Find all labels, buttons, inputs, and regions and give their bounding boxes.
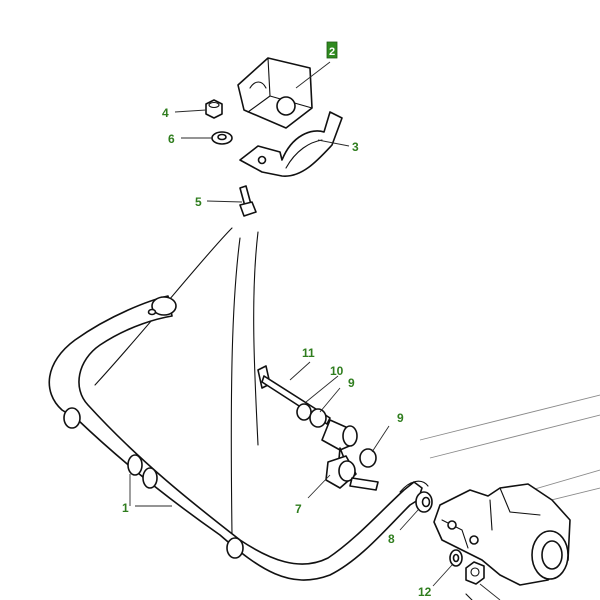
link-rod xyxy=(349,477,379,491)
nut-lower xyxy=(465,561,485,585)
callout-9-upper: 9 xyxy=(348,376,355,390)
nut-part-4 xyxy=(205,99,223,119)
washer-part-12 xyxy=(449,549,463,567)
callout-9-right: 9 xyxy=(397,411,404,425)
callout-1: 1 xyxy=(122,501,129,515)
end-bush-part-8 xyxy=(415,491,433,513)
clamp-bracket xyxy=(239,111,343,177)
axle-bracket xyxy=(433,483,571,586)
callout-10: 10 xyxy=(330,364,344,378)
callout-3: 3 xyxy=(352,140,359,154)
callout-4: 4 xyxy=(162,106,169,120)
leader-lines xyxy=(129,61,453,587)
anti-roll-bar xyxy=(48,295,429,581)
chassis-outline xyxy=(419,394,600,521)
guide-lines xyxy=(94,227,259,536)
bush-bore xyxy=(276,96,296,116)
callouts: 1 2 3 4 5 6 7 8 9 9 10 11 12 xyxy=(122,41,432,599)
washer-part-6 xyxy=(211,131,233,145)
drop-link-assembly xyxy=(257,365,379,491)
bush-block xyxy=(237,57,313,129)
stud-lower xyxy=(465,593,473,600)
callout-12: 12 xyxy=(418,585,432,599)
callout-8: 8 xyxy=(388,532,395,546)
callout-2-highlight xyxy=(326,41,338,59)
callout-6: 6 xyxy=(168,132,175,146)
callout-7: 7 xyxy=(295,502,302,516)
bush-part-9-right xyxy=(359,448,377,468)
callout-5: 5 xyxy=(195,195,202,209)
washer-part-10 xyxy=(296,403,312,421)
callout-11: 11 xyxy=(302,346,315,360)
callout-2: 2 xyxy=(329,46,335,58)
leader-offpage xyxy=(479,583,501,600)
bush-part-9-left xyxy=(309,408,327,428)
bolt-part-5 xyxy=(239,185,257,217)
